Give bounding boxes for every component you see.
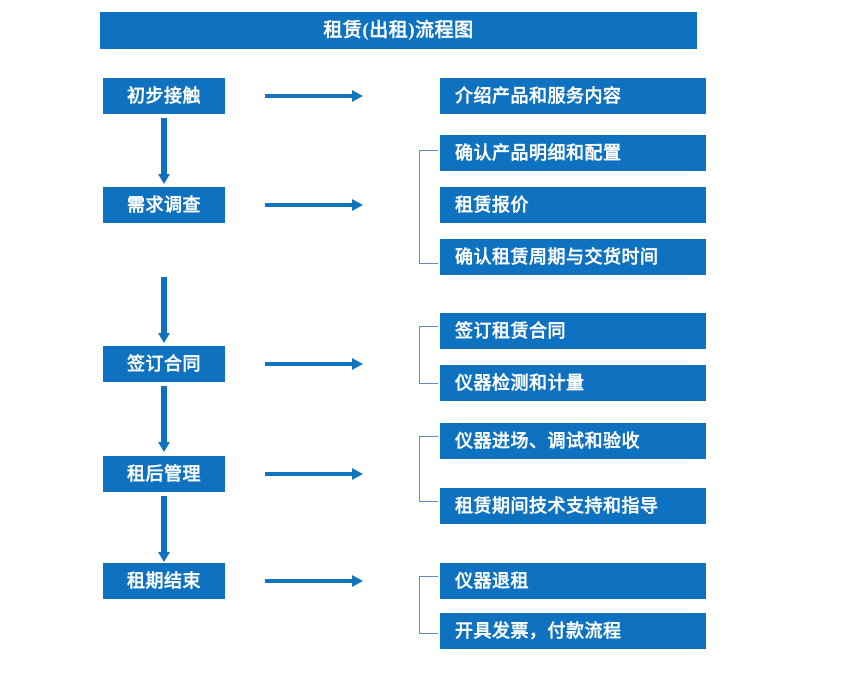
detail-box-confirm-specs[interactable]: 确认产品明细和配置: [440, 135, 706, 171]
stage-box-initial-contact[interactable]: 初步接触: [103, 78, 225, 114]
detail-box-instrument-return[interactable]: 仪器退租: [440, 563, 706, 599]
stage-box-sign-contract[interactable]: 签订合同: [103, 346, 225, 382]
detail-box-lease-quote[interactable]: 租赁报价: [440, 187, 706, 223]
page-title: 租赁(出租)流程图: [100, 12, 697, 49]
down-arrow-icon-contract-to-postrent: [158, 386, 170, 452]
down-arrow-icon-initial-to-survey: [158, 118, 170, 184]
detail-box-invoice-payment[interactable]: 开具发票，付款流程: [440, 613, 706, 649]
bracket-survey-group: [419, 150, 438, 264]
down-arrow-icon-survey-to-contract: [158, 277, 170, 343]
detail-box-instrument-onsite-commissioning[interactable]: 仪器进场、调试和验收: [440, 423, 706, 459]
stage-box-demand-survey[interactable]: 需求调查: [103, 187, 225, 223]
detail-box-sign-lease-contract[interactable]: 签订租赁合同: [440, 313, 706, 349]
right-arrow-icon-endterm-to-details: [265, 575, 363, 587]
right-arrow-icon-initial-to-details: [265, 90, 363, 102]
detail-box-confirm-period-delivery[interactable]: 确认租赁周期与交货时间: [440, 239, 706, 275]
detail-box-introduce-products[interactable]: 介绍产品和服务内容: [440, 78, 706, 114]
right-arrow-icon-survey-to-details: [265, 199, 363, 211]
bracket-contract-group: [419, 326, 438, 384]
detail-box-lease-period-support[interactable]: 租赁期间技术支持和指导: [440, 488, 706, 524]
right-arrow-icon-postrent-to-details: [265, 468, 363, 480]
bracket-postrent-group: [419, 436, 438, 502]
stage-box-lease-end[interactable]: 租期结束: [103, 563, 225, 599]
detail-box-instrument-inspection[interactable]: 仪器检测和计量: [440, 365, 706, 401]
down-arrow-icon-postrent-to-endterm: [158, 496, 170, 562]
right-arrow-icon-contract-to-details: [265, 358, 363, 370]
stage-box-post-rent-management[interactable]: 租后管理: [103, 456, 225, 492]
bracket-endterm-group: [419, 576, 438, 634]
